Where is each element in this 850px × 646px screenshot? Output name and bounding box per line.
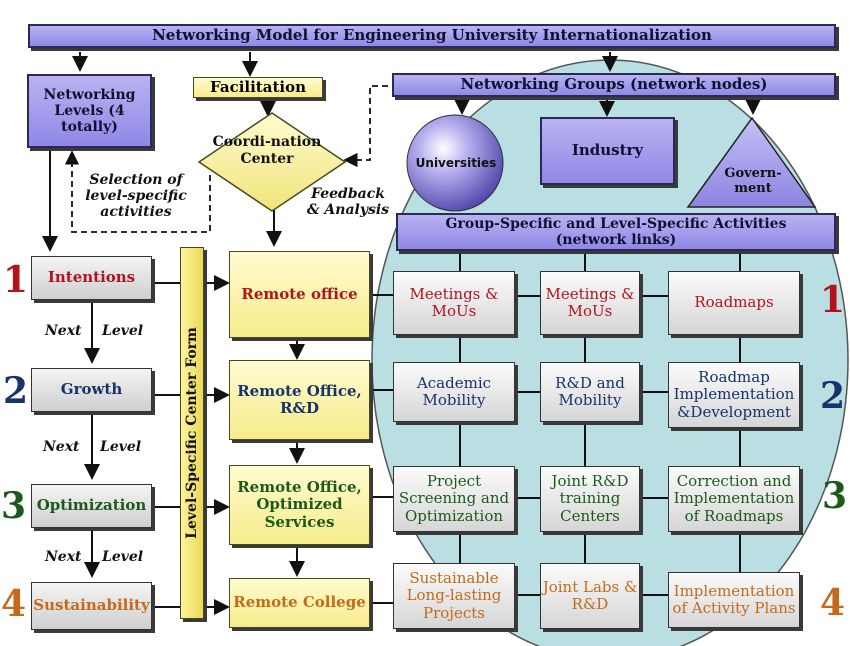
level-label-1: Level — [102, 323, 144, 339]
networking-groups-box: Networking Groups (network nodes) — [392, 73, 836, 97]
level-number-right-4: 4 — [820, 582, 846, 624]
coordination-center-label: Coordi-nation Center — [212, 134, 322, 167]
next-label-3: Next — [45, 549, 82, 565]
government-triangle — [686, 116, 817, 208]
level-label-3: Level — [102, 549, 144, 565]
facilitation-box: Facilitation — [193, 77, 323, 98]
center-remote-office-rd: Remote Office, R&D — [229, 360, 370, 440]
level-number-right-1: 1 — [820, 279, 846, 321]
group-activities-box: Group-Specific and Level-Specific Activi… — [396, 213, 836, 251]
center-remote-college: Remote College — [229, 578, 370, 628]
center-form-label: Level-Specific Center Form — [184, 327, 200, 539]
center-remote-office: Remote office — [229, 251, 370, 338]
activity-3-universities: Project Screening and Optimization — [393, 466, 515, 532]
activity-1-government: Roadmaps — [668, 271, 800, 335]
activity-1-universities: Meetings & MoUs — [393, 271, 515, 335]
level-number-left-1: 1 — [3, 259, 29, 301]
industry-box: Industry — [540, 117, 675, 185]
selection-label: Selection of level-specific activities — [85, 172, 187, 221]
activity-4-industry: Joint Labs & R&D — [540, 563, 640, 629]
feedback-label: Feedback & Analysis — [306, 186, 390, 219]
center-remote-office-optimized: Remote Office, Optimized Services — [229, 465, 370, 545]
coordination-diamond — [197, 112, 347, 212]
activity-2-universities: Academic Mobility — [393, 362, 515, 422]
activity-2-government: Roadmap Implementation &Development — [668, 362, 800, 428]
activity-3-government: Correction and Implementation of Roadmap… — [668, 466, 800, 532]
level-intentions: Intentions — [31, 256, 152, 300]
level-sustainability: Sustainability — [31, 582, 152, 630]
activity-4-universities: Sustainable Long-lasting Projects — [393, 563, 515, 629]
level-growth: Growth — [31, 368, 152, 412]
next-label-1: Next — [45, 323, 82, 339]
government-label: Govern-ment — [724, 166, 782, 196]
universities-sphere — [406, 114, 504, 212]
level-number-right-2: 2 — [820, 375, 846, 417]
activity-2-industry: R&D and Mobility — [540, 362, 640, 422]
level-label-2: Level — [100, 439, 142, 455]
center-form-bar: Level-Specific Center Form — [180, 247, 204, 619]
activity-4-government: Implementation of Activity Plans — [668, 572, 800, 628]
level-number-left-2: 2 — [3, 370, 29, 412]
networking-levels-box: Networking Levels (4 totally) — [27, 74, 152, 148]
level-number-left-3: 3 — [1, 485, 27, 527]
next-label-2: Next — [43, 439, 80, 455]
activity-1-industry: Meetings & MoUs — [540, 271, 640, 335]
level-number-right-3: 3 — [822, 475, 848, 517]
level-optimization: Optimization — [31, 484, 152, 528]
activity-3-industry: Joint R&D training Centers — [540, 466, 640, 532]
model-title: Networking Model for Engineering Univers… — [28, 24, 836, 48]
universities-label: Universities — [415, 156, 497, 171]
level-number-left-4: 4 — [1, 583, 27, 625]
